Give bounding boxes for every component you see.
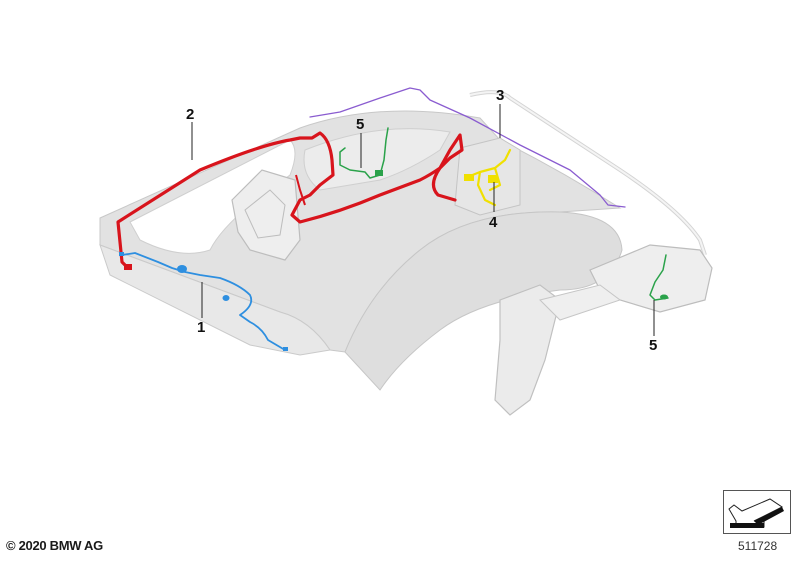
callout-3[interactable]: 3	[496, 87, 505, 104]
copyright-notice: © 2020 BMW AG	[6, 538, 103, 553]
callout-5-right[interactable]: 5	[649, 337, 658, 354]
back-arrow-icon	[728, 498, 784, 528]
harness-3-purple[interactable]	[309, 87, 626, 208]
harness-2-red[interactable]	[116, 131, 464, 270]
leader-lines	[191, 104, 655, 336]
callout-1[interactable]: 1	[197, 319, 206, 336]
harness-5-green-right[interactable]	[649, 254, 669, 301]
roof-frame	[99, 90, 713, 416]
harness-5-green-upper[interactable]	[339, 127, 389, 179]
callout-5-upper[interactable]: 5	[356, 116, 365, 133]
callout-2[interactable]: 2	[186, 106, 195, 123]
callout-4[interactable]: 4	[489, 214, 498, 231]
harness-1-blue[interactable]	[119, 252, 288, 351]
diagram-number: 511728	[738, 539, 778, 553]
back-navigation-button[interactable]	[723, 490, 791, 534]
harness-4-yellow[interactable]	[463, 148, 512, 207]
